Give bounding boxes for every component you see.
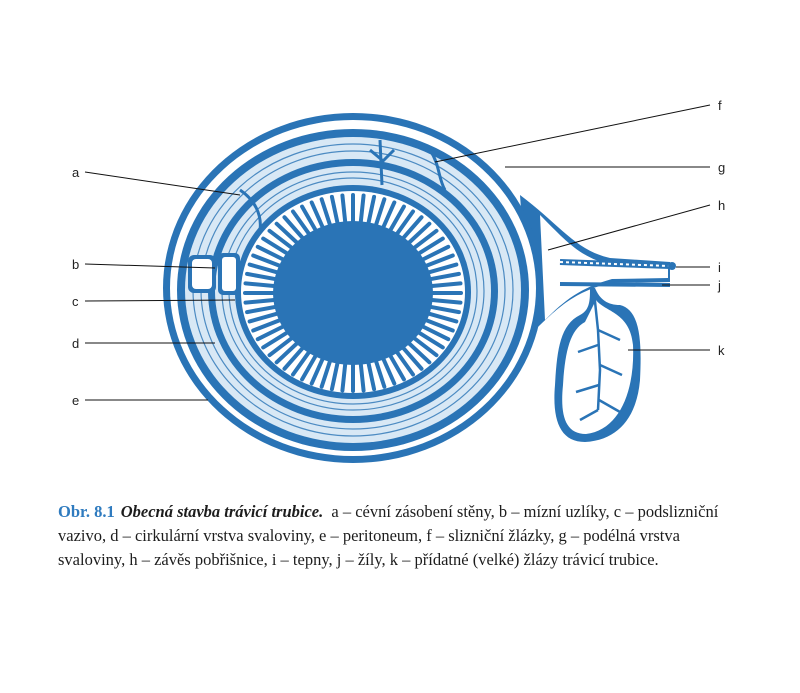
caption-number: Obr. 8.1 (58, 502, 115, 521)
label-a: a (72, 165, 80, 180)
label-d: d (72, 336, 79, 351)
label-c: c (72, 294, 79, 309)
label-j: j (717, 278, 721, 293)
tube-cross-section (163, 113, 676, 463)
mucosal-villus (431, 300, 461, 303)
lymph-nodules (188, 253, 240, 295)
mucosal-villus (246, 283, 276, 286)
label-f: f (718, 98, 722, 113)
label-k: k (718, 343, 725, 358)
caption-title: Obecná stavba trávicí trubice. (121, 502, 324, 521)
mucosal-villus (246, 300, 276, 303)
label-g: g (718, 160, 725, 175)
mucosal-villus (431, 283, 461, 286)
accessory-gland (554, 288, 640, 442)
label-i: i (718, 260, 721, 275)
label-e: e (72, 393, 79, 408)
vein (560, 284, 670, 285)
label-h: h (718, 198, 725, 213)
lumen (273, 221, 433, 365)
label-b: b (72, 257, 79, 272)
digestive-tube-diagram: a b c d e f g h i j k (0, 0, 800, 480)
